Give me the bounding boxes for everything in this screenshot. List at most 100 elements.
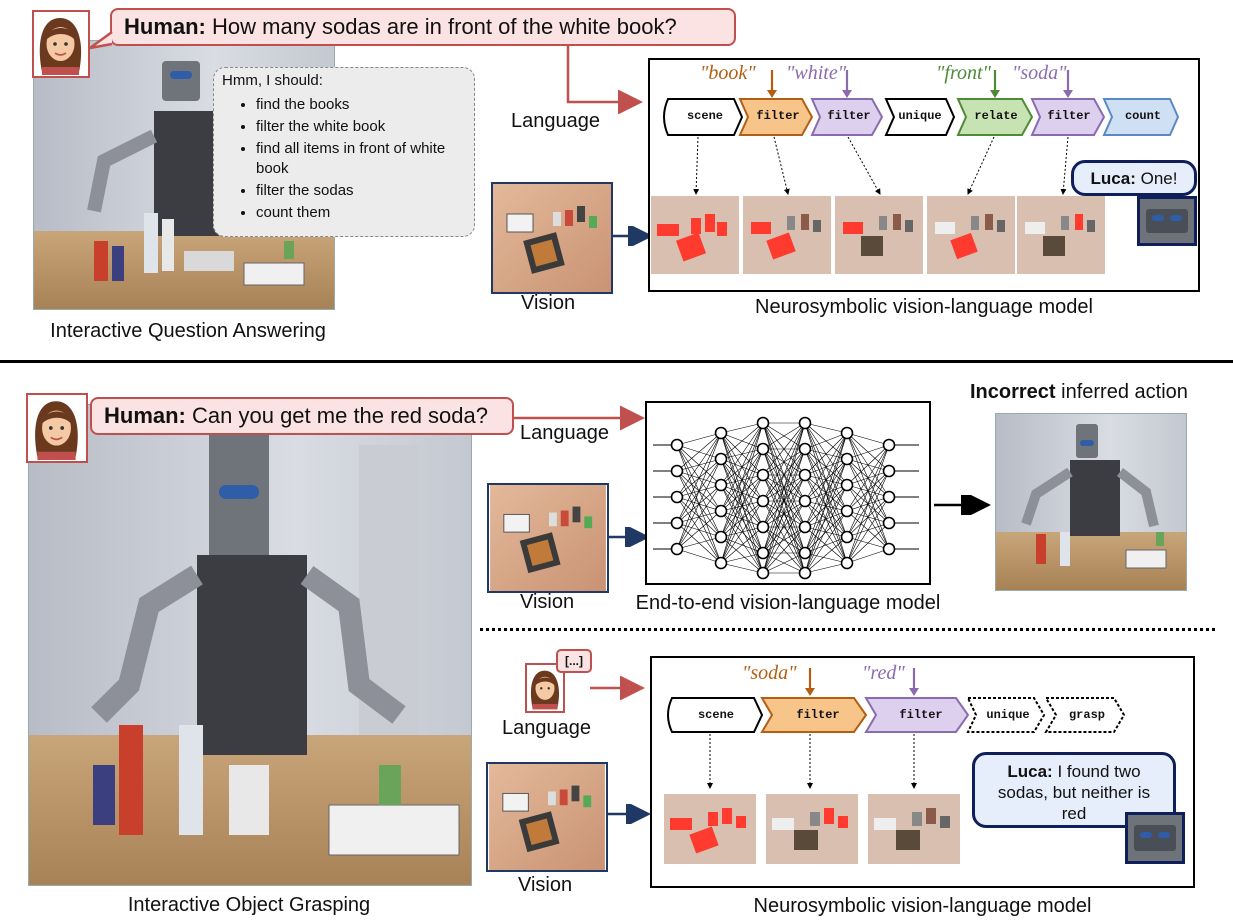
nn-node [756, 546, 770, 560]
human-question-bubble: Human: How many sodas are in front of th… [110, 8, 736, 46]
module-label-unique: unique [986, 708, 1030, 722]
module-scene [663, 98, 744, 136]
inference-arrow [934, 495, 991, 515]
nn-edge [846, 444, 890, 512]
nn-edge [804, 510, 848, 554]
bubble-tail [89, 30, 113, 50]
nn-edge [846, 470, 890, 564]
nn-node [798, 546, 812, 560]
nn-edge [720, 422, 764, 486]
nn-edge [846, 548, 890, 564]
thought-step: filter the sodas [256, 181, 468, 201]
incorrect-bold: Incorrect [970, 381, 1056, 403]
nn-edge [720, 422, 764, 434]
nn-edge [804, 510, 848, 574]
question-to-language-arrow [566, 44, 643, 114]
vision-arrow [612, 226, 653, 246]
module-label-filter: filter [756, 109, 800, 123]
nn-edge [846, 444, 890, 486]
attention-thumb [927, 196, 1015, 274]
robot-avatar-icon [1137, 196, 1197, 246]
nn-node [756, 468, 770, 482]
nn-edge [676, 536, 722, 550]
human-question-text: How many sodas are in front of the white… [212, 14, 677, 39]
module-filter-book [738, 98, 814, 136]
nn-edge [676, 432, 722, 498]
nn-edge [804, 432, 848, 528]
thought-steps: find the books filter the white book fin… [220, 95, 468, 223]
robot-photo-grasp [28, 404, 472, 886]
vision-label: Vision [518, 874, 573, 896]
nn-node [798, 566, 812, 580]
luca-answer-bubble: Luca: I found two sodas, but neither is … [972, 752, 1176, 828]
nn-edge [720, 458, 764, 574]
arg-soda: "soda" [1012, 62, 1067, 84]
nn-edge [720, 562, 764, 574]
nn-edge [804, 432, 848, 502]
nn-node [798, 442, 812, 456]
end-to-end-model-box [645, 401, 931, 585]
nn-edge [676, 432, 722, 446]
nn-edge [762, 422, 806, 450]
nn-edge [762, 422, 806, 502]
luca-answer: One! [1140, 169, 1178, 188]
thought-step: find all items in front of white book [256, 139, 468, 179]
human-request-bubble: Human: Can you get me the red soda? [90, 397, 514, 435]
neural-network-diagram [653, 416, 919, 580]
attention-thumb [651, 196, 739, 274]
nn-edge [762, 526, 806, 574]
nn-edge [720, 536, 764, 574]
module-label-scene: scene [697, 708, 734, 722]
nn-node [840, 504, 854, 518]
nn-edge [762, 422, 806, 554]
nn-node [840, 452, 854, 466]
robot-avatar-icon [1125, 812, 1185, 864]
vision-label: Vision [520, 591, 575, 613]
attention-thumb [766, 794, 858, 864]
nn-edge [676, 510, 722, 550]
human-avatar-icon [26, 393, 88, 463]
nn-node [882, 542, 896, 556]
dotted-separator [480, 628, 1215, 631]
module-filter-white [810, 98, 884, 136]
attention-thumb [835, 196, 923, 274]
nn-node [714, 452, 728, 466]
nn-node [670, 490, 684, 504]
attention-thumb [743, 196, 831, 274]
module-relate [956, 98, 1034, 136]
nn-edge [720, 526, 764, 564]
nn-edge [804, 432, 848, 476]
nn-edge [720, 422, 764, 460]
module-label-unique: unique [898, 109, 942, 123]
nn-edge [720, 552, 764, 564]
human-request-text: Can you get me the red soda? [192, 403, 488, 428]
module-count [1102, 98, 1180, 136]
section-divider [0, 360, 1233, 363]
nn-edge [676, 458, 722, 550]
module-label-scene: scene [686, 109, 723, 123]
arg-white: "white" [786, 62, 847, 84]
program-diagram [667, 668, 1126, 789]
module-label-filter: filter [827, 109, 871, 123]
attention-thumb [868, 794, 960, 864]
nn-node [756, 416, 770, 430]
module-label-relate: relate [974, 109, 1018, 123]
nn-edge [804, 432, 848, 574]
incorrect-action-title: Incorrect inferred action [970, 381, 1188, 404]
nn-node [756, 566, 770, 580]
language-label: Language [511, 110, 600, 132]
vision-scene-photo [486, 762, 608, 872]
arg-soda: "soda" [742, 662, 797, 684]
module-unique [884, 98, 956, 136]
thought-bubble: Hmm, I should: find the books filter the… [213, 67, 475, 237]
nn-edge [846, 496, 890, 564]
nn-node [798, 494, 812, 508]
nn-node [840, 478, 854, 492]
nn-edge [846, 444, 890, 564]
module-label-filter: filter [796, 708, 840, 722]
nn-edge [676, 432, 722, 472]
nn-edge [762, 474, 806, 554]
nn-node [798, 468, 812, 482]
nn-node [882, 464, 896, 478]
nn-edge [762, 500, 806, 554]
